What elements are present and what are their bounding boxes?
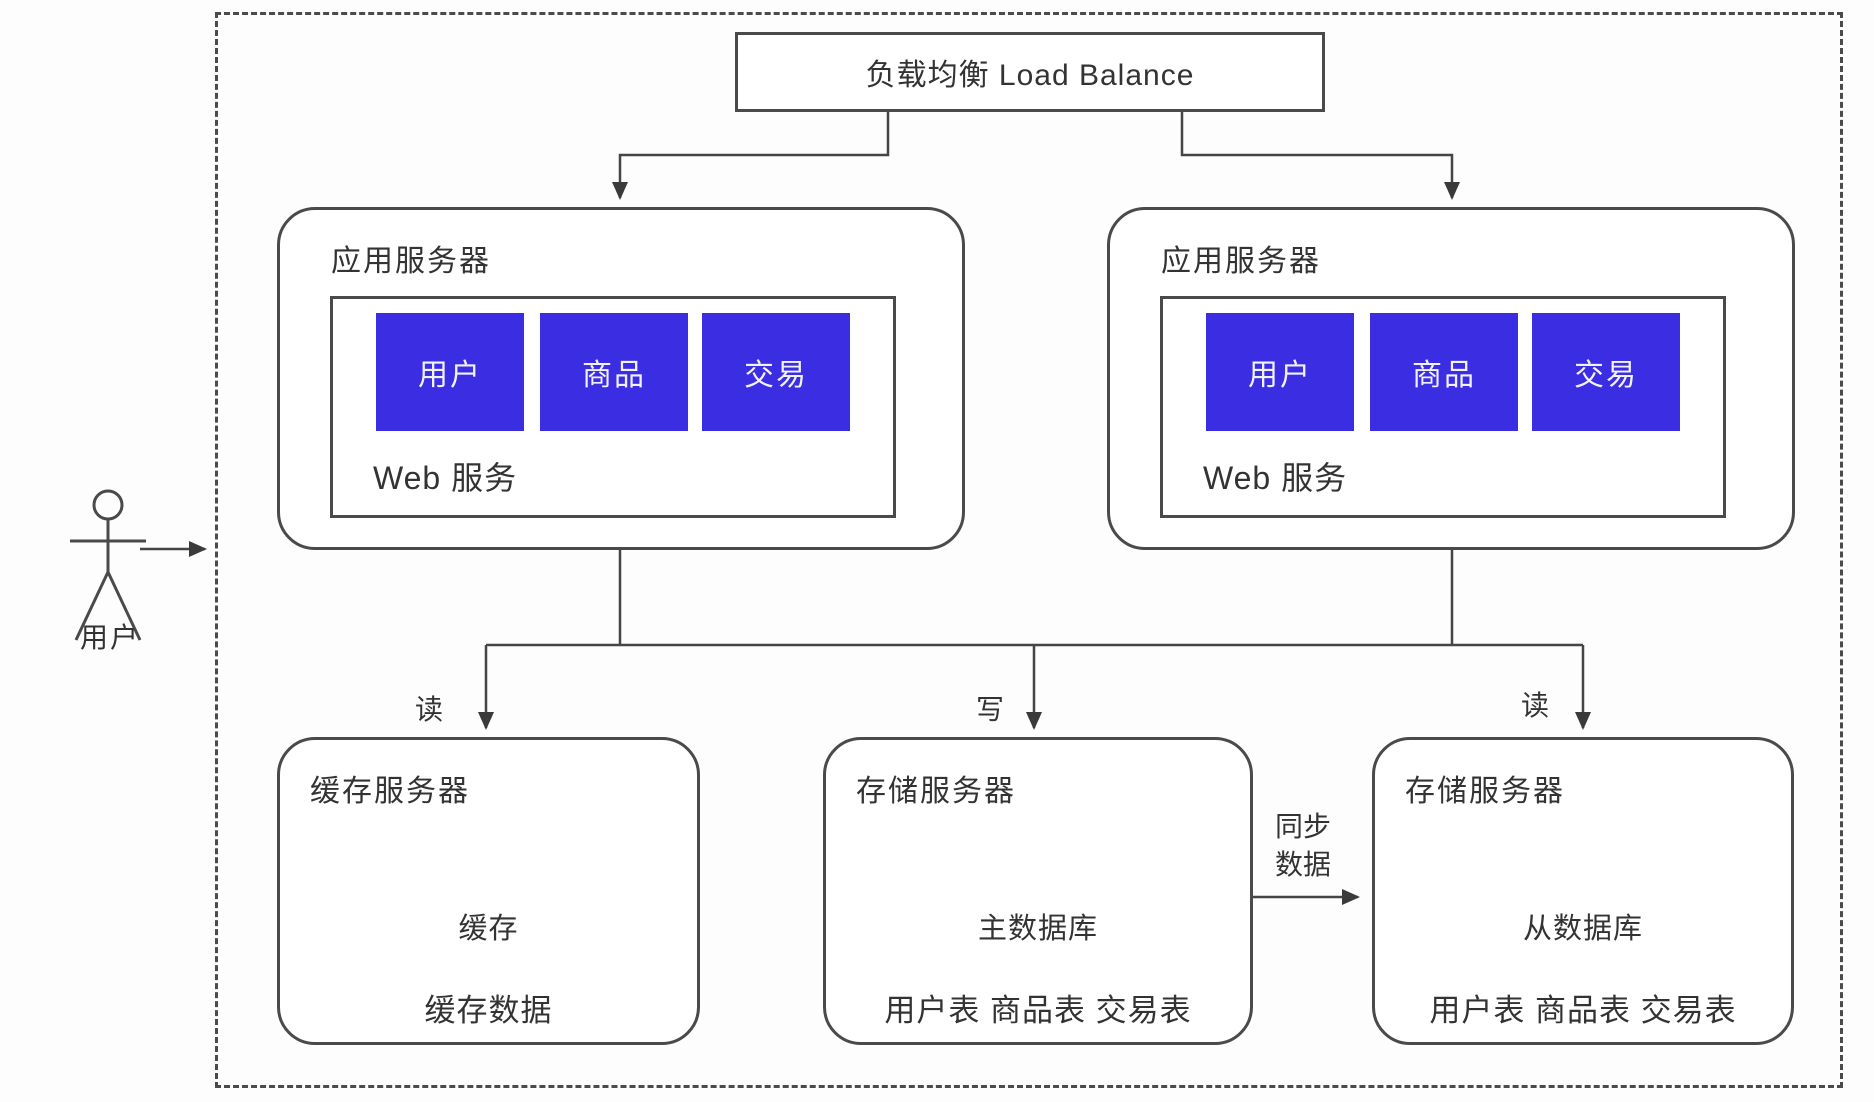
load-balancer-label: 负载均衡 Load Balance: [865, 59, 1195, 92]
module-trade-right: 交易: [1532, 313, 1680, 431]
module-trade-left: 交易: [702, 313, 850, 431]
web-service-container-right: 用户 商品 交易 Web 服务: [1160, 296, 1726, 518]
master-storage-box: 存储服务器 主数据库 用户表 商品表 交易表: [823, 737, 1253, 1045]
cache-server-title: 缓存服务器: [310, 775, 470, 808]
slave-storage-title: 存储服务器: [1405, 775, 1565, 808]
master-db-label: 主数据库: [977, 913, 1098, 945]
web-service-label-left: Web 服务: [373, 460, 518, 496]
slave-storage-box: 存储服务器 从数据库 用户表 商品表 交易表: [1372, 737, 1794, 1045]
load-balancer-box: 负载均衡 Load Balance: [735, 32, 1325, 112]
app-server-right-title: 应用服务器: [1161, 245, 1321, 278]
module-product-right: 商品: [1370, 313, 1518, 431]
module-user-left: 用户: [376, 313, 524, 431]
user-actor-label: 用户: [79, 622, 140, 653]
app-server-left: 应用服务器 用户 商品 交易 Web 服务: [277, 207, 965, 550]
cache-data-label: 缓存数据: [424, 993, 553, 1028]
cache-server-box: 缓存服务器 缓存 缓存数据: [277, 737, 700, 1045]
web-service-label-right: Web 服务: [1203, 460, 1348, 496]
sync-data-label-line2: 数据: [1274, 849, 1331, 880]
write-label: 写: [976, 694, 1005, 725]
sync-data-label-line1: 同步: [1274, 811, 1331, 842]
module-product-left: 商品: [540, 313, 688, 431]
read-left-label: 读: [415, 694, 444, 725]
slave-tables-label: 用户表 商品表 交易表: [1429, 993, 1737, 1028]
app-server-right: 应用服务器 用户 商品 交易 Web 服务: [1107, 207, 1795, 550]
module-user-right: 用户: [1206, 313, 1354, 431]
app-server-left-title: 应用服务器: [331, 245, 491, 278]
cache-cylinder-label: 缓存: [458, 913, 519, 945]
slave-db-label: 从数据库: [1522, 913, 1643, 945]
web-service-container-left: 用户 商品 交易 Web 服务: [330, 296, 896, 518]
sync-data-label: 同步 数据: [1243, 808, 1363, 884]
master-tables-label: 用户表 商品表 交易表: [884, 993, 1192, 1028]
system-boundary: [215, 12, 1843, 1088]
read-right-label: 读: [1521, 690, 1550, 721]
master-storage-title: 存储服务器: [856, 775, 1016, 808]
